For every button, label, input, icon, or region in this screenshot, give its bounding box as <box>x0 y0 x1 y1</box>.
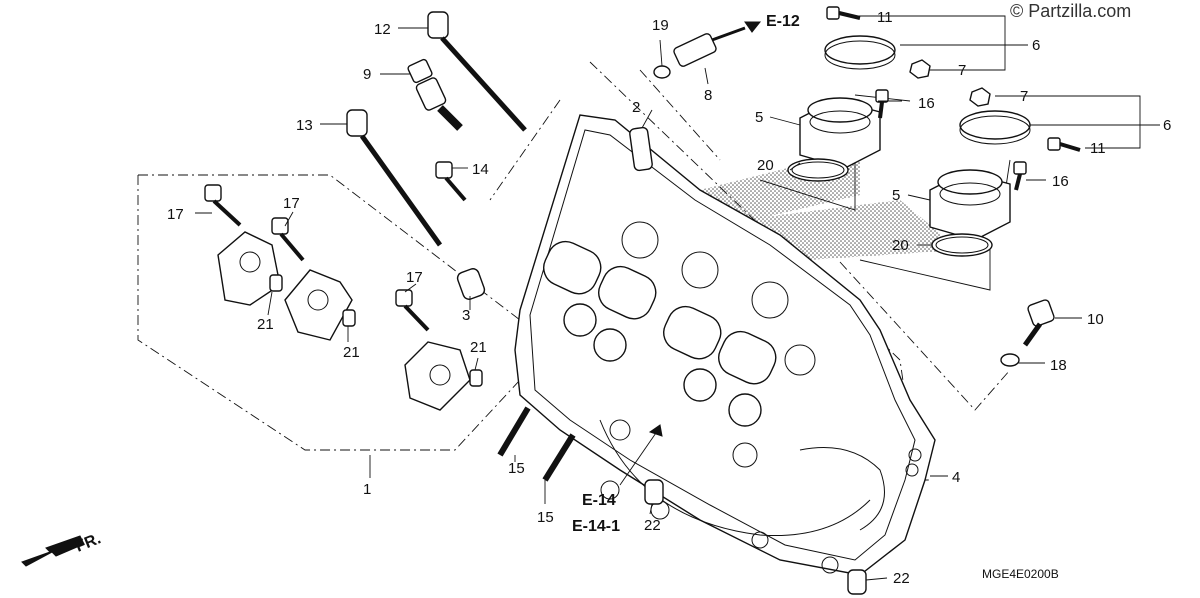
camshaft-left <box>543 240 657 362</box>
camshaft-holder-right <box>395 289 471 411</box>
insulator-5-upper <box>799 97 881 169</box>
callout-9: 9 <box>363 66 371 83</box>
callout-6-top: 6 <box>1032 37 1040 54</box>
dowel-22b <box>847 569 867 595</box>
front-label: FR. <box>73 530 103 555</box>
stud-15b <box>542 433 576 482</box>
callout-12: 12 <box>374 21 391 38</box>
callout-21-a: 21 <box>257 316 274 333</box>
bolt-16-upper <box>875 89 889 119</box>
bolt-14 <box>435 161 468 202</box>
callout-4: 4 <box>952 469 960 486</box>
callout-21-b: 21 <box>343 344 360 361</box>
callout-8: 8 <box>704 87 712 104</box>
callout-13: 13 <box>296 117 313 134</box>
bolt-11-right <box>1047 137 1081 152</box>
callout-18: 18 <box>1050 357 1067 374</box>
callout-11-right: 11 <box>1090 140 1106 157</box>
callout-19: 19 <box>652 17 669 34</box>
bolt-11-top <box>826 6 861 20</box>
dowel-21b <box>342 309 356 327</box>
callout-6-right: 6 <box>1163 117 1171 134</box>
callout-3: 3 <box>462 307 470 324</box>
callout-16-lower: 16 <box>1052 173 1069 190</box>
camshaft-right <box>663 305 777 427</box>
dowel-21c <box>469 369 483 387</box>
callout-14: 14 <box>472 161 489 178</box>
callout-7-right: 7 <box>1020 88 1028 105</box>
stud-15a <box>497 406 531 457</box>
nut-7-top <box>909 59 931 79</box>
callout-21-c: 21 <box>470 339 487 356</box>
bolt-12 <box>398 11 527 132</box>
camshaft-holder-left <box>195 184 281 306</box>
callout-5-upper: 5 <box>755 109 763 126</box>
callout-leaders <box>267 39 1082 581</box>
dowel-21a <box>269 274 283 292</box>
insulator-5-lower <box>929 169 1011 241</box>
callout-numbers: 1 2 3 4 5 5 6 6 7 7 8 9 10 11 11 12 13 1… <box>167 9 1171 587</box>
camshaft-holder-middle <box>271 217 353 341</box>
clamp-band-6-top <box>824 35 896 65</box>
sensor-10 <box>1022 299 1055 347</box>
callout-17-a: 17 <box>167 206 184 223</box>
callout-10: 10 <box>1087 311 1104 328</box>
callout-20-lower: 20 <box>892 237 909 254</box>
callout-16-upper: 16 <box>918 95 935 112</box>
nut-7-right <box>969 87 991 107</box>
callout-17-c: 17 <box>406 269 423 286</box>
front-direction-arrow: FR. <box>21 530 103 567</box>
callout-15-a: 15 <box>508 460 525 477</box>
washer-18 <box>1000 353 1020 367</box>
sensor-8 <box>673 21 762 67</box>
washer-19 <box>653 65 671 79</box>
callout-7-top: 7 <box>958 62 966 79</box>
callout-1: 1 <box>363 481 371 498</box>
callout-2: 2 <box>632 99 640 116</box>
dowel-pin-3 <box>456 268 486 300</box>
bolt-16-lower <box>1013 161 1027 191</box>
callout-22-b: 22 <box>893 570 910 587</box>
cylinder-head <box>514 114 936 576</box>
o-ring-20-upper <box>787 158 849 182</box>
diagram-code: MGE4E0200B <box>982 567 1059 581</box>
callout-11-top: 11 <box>877 9 893 26</box>
callout-15-b: 15 <box>537 509 554 526</box>
ref-e12: E-12 <box>766 13 800 30</box>
callout-20-upper: 20 <box>757 157 774 174</box>
callout-17-b: 17 <box>283 195 300 212</box>
spark-plug-9 <box>380 58 463 131</box>
clamp-band-6-right <box>959 110 1031 140</box>
dowel-22a <box>644 479 664 505</box>
bolt-13 <box>320 109 443 247</box>
watermark-text: © Partzilla.com <box>1010 1 1131 21</box>
ref-e14: E-14 <box>582 492 616 509</box>
dowel-pin-2 <box>629 126 653 172</box>
callout-5-lower: 5 <box>892 187 900 204</box>
ref-e14-1: E-14-1 <box>572 518 620 535</box>
callout-22-a: 22 <box>644 517 661 534</box>
